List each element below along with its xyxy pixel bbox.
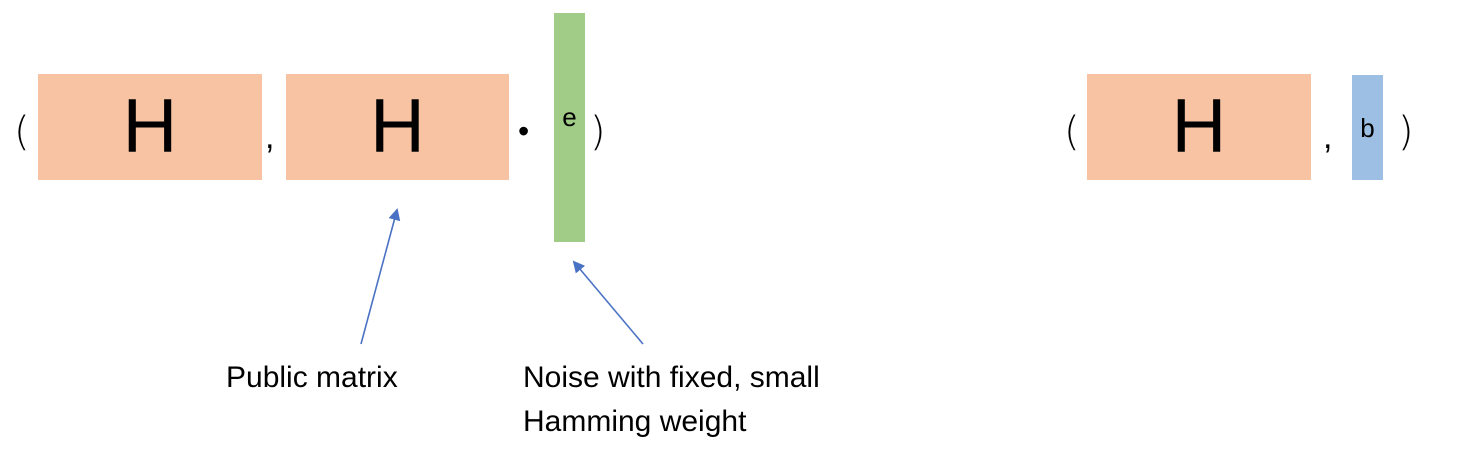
- right-comma: ,: [1323, 118, 1333, 156]
- left-comma: ,: [265, 118, 275, 156]
- vector-b-label: b: [1360, 112, 1375, 143]
- noise-vector-e: e: [554, 13, 585, 242]
- multiplication-dot: •: [518, 113, 530, 149]
- right-open-paren: (: [1064, 109, 1080, 155]
- public-matrix-arrow: [360, 208, 401, 345]
- noise-caption-line2: Hamming weight: [523, 405, 747, 438]
- noise-caption-line1: Noise with fixed, small: [523, 361, 820, 394]
- matrix-label: H: [122, 84, 178, 169]
- noise-arrow: [572, 260, 644, 345]
- public-matrix-h-second: H: [286, 74, 509, 180]
- matrix-label: H: [1171, 84, 1227, 169]
- public-matrix-caption: Public matrix: [226, 361, 398, 394]
- left-close-paren: ): [590, 109, 606, 155]
- left-open-paren: (: [14, 109, 30, 155]
- right-close-paren: ): [1398, 109, 1414, 155]
- vector-b: b: [1352, 75, 1383, 180]
- public-matrix-h-first: H: [38, 74, 262, 180]
- matrix-label: H: [370, 84, 425, 169]
- noise-vector-label: e: [562, 101, 577, 132]
- public-matrix-h-right: H: [1087, 74, 1311, 180]
